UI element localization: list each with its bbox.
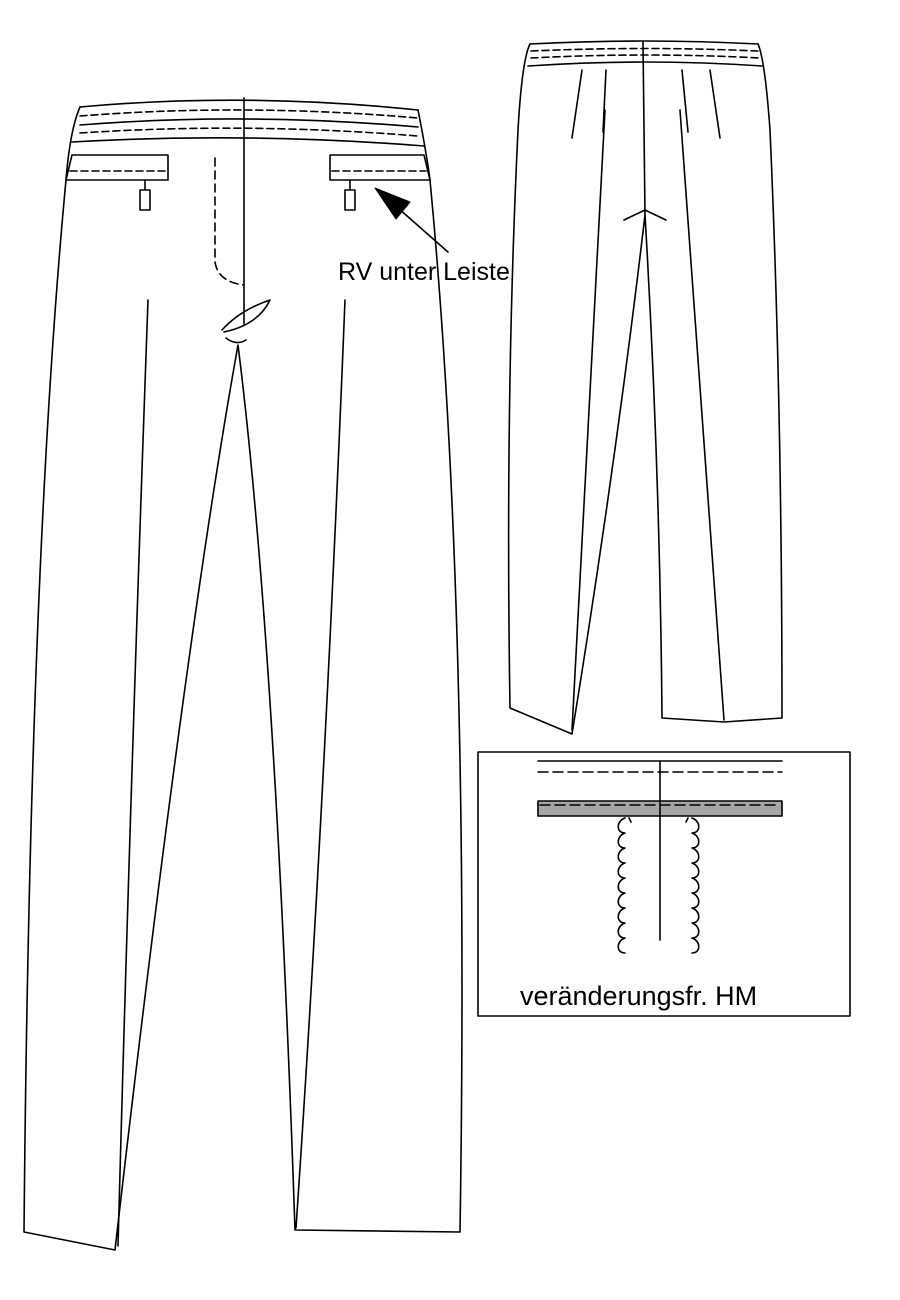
back-dart [709, 69, 721, 139]
back-waistband-stitch-2 [530, 54, 761, 59]
zipper-pull-icon [139, 179, 151, 211]
front-left-crease [117, 299, 149, 1247]
back-trousers [507, 40, 783, 735]
closure-hook-icon [221, 299, 271, 333]
front-waistband-stitch-1 [79, 109, 419, 119]
front-trousers [23, 97, 463, 1251]
hem-detail-caption: veränderungsfr. HM [520, 981, 758, 1011]
fly-stitching [214, 157, 245, 286]
back-dart [602, 69, 607, 133]
back-dart [681, 69, 689, 133]
zipper-callout-label: RV unter Leiste [338, 258, 510, 286]
back-outline [507, 43, 783, 735]
back-center-seam [642, 41, 646, 216]
callout-arrow [374, 187, 449, 253]
back-crotch-point [623, 209, 667, 221]
front-right-crease [295, 299, 346, 1229]
back-right-crease [679, 109, 725, 721]
overlock-left [617, 817, 632, 954]
back-waistband-stitch-1 [530, 47, 759, 52]
overlock-right [685, 817, 700, 954]
hem-detail-frame [477, 751, 851, 1017]
front-outline [23, 106, 463, 1251]
front-right-welt [329, 154, 431, 181]
closure-hook-tail [225, 337, 247, 344]
zipper-pull-icon [344, 179, 356, 211]
front-waistband-top [79, 99, 419, 111]
front-waistband-line-1 [79, 118, 419, 128]
front-waistband-line-2 [71, 137, 425, 147]
front-waistband-stitch-2 [79, 127, 419, 137]
hem-detail [477, 751, 851, 1017]
back-left-crease [571, 109, 606, 731]
front-left-welt [65, 154, 169, 181]
back-waistband-top [529, 40, 759, 45]
back-waistband-bottom [527, 61, 763, 67]
back-dart [571, 69, 583, 139]
